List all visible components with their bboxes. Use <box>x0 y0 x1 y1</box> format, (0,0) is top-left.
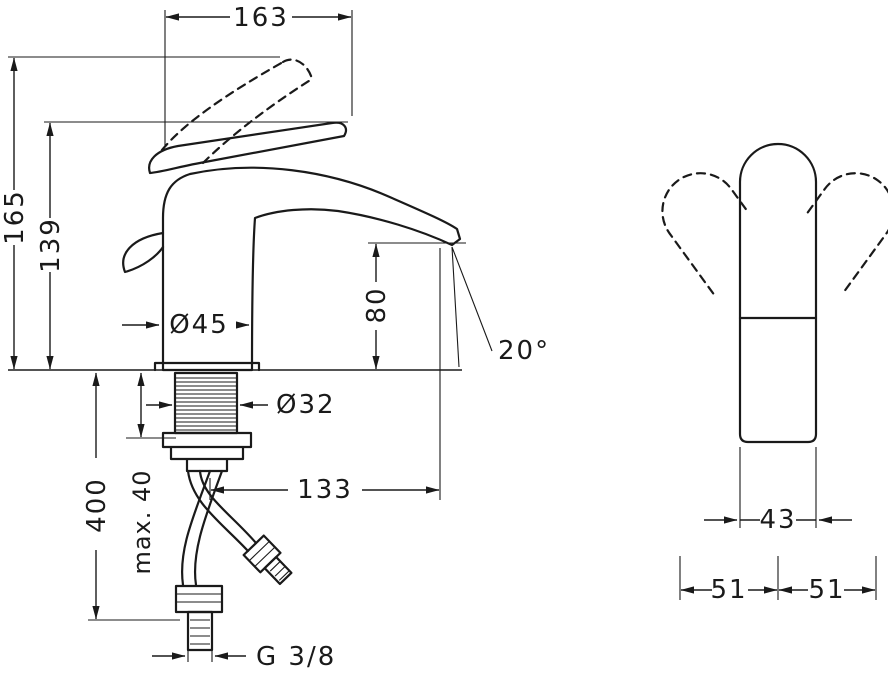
dim-163-extension-lines <box>164 10 353 146</box>
hose-thread-end-2 <box>263 555 293 586</box>
faucet-lever <box>148 121 348 175</box>
label-max-deck-thickness: max. 40 <box>128 469 156 574</box>
dim-swing-left: 51 <box>679 556 779 605</box>
lever-raised-dashed <box>160 58 314 165</box>
label-spout-height: 80 <box>362 286 392 323</box>
handle-swing-dashed-left <box>661 172 750 295</box>
dim-connection-thread: G 3/8 <box>152 642 336 672</box>
handle-front-outline <box>738 142 818 444</box>
threaded-shank <box>173 371 239 435</box>
dim-spout-height: 80 <box>362 242 466 370</box>
hose-connector-angled <box>242 534 293 586</box>
dim-hose-length: 400 <box>82 372 180 621</box>
dim-43-extension-lines <box>739 447 817 528</box>
hose-connector-vertical <box>174 584 224 652</box>
label-handle-width: 43 <box>759 505 796 535</box>
handle-swing-dashed-right <box>806 172 888 295</box>
dim-handle-width: 43 <box>704 447 852 535</box>
label-overall-length: 163 <box>233 3 289 33</box>
label-connection-thread: G 3/8 <box>256 642 336 672</box>
hose-nut-ridges <box>176 593 222 603</box>
hose-thread-2-ridges <box>269 560 290 581</box>
label-swing-left: 51 <box>710 575 747 605</box>
label-height-open: 165 <box>0 189 30 245</box>
faucet-body-outline <box>161 166 462 372</box>
hose-nut-2-ridges <box>248 540 276 567</box>
label-spout-reach: 133 <box>297 475 353 505</box>
lever-tip-hook <box>122 231 165 274</box>
dim-height-open: 165 <box>0 56 280 370</box>
shank-threads <box>176 377 236 431</box>
hose-thread-end <box>186 610 214 652</box>
dim-g38-extension-lines <box>187 650 213 662</box>
dim-overall-length: 163 <box>164 3 353 146</box>
dim-spout-angle: 20° <box>451 246 550 368</box>
label-height-closed: 139 <box>36 217 66 273</box>
dim-height-closed: 139 <box>36 121 348 370</box>
supply-hose-left <box>181 469 224 587</box>
side-view: 163 165 139 80 Ø45 <box>0 3 550 672</box>
front-view: 43 51 51 <box>661 142 888 605</box>
mounting-nut <box>161 431 253 473</box>
dim-shank-diameter: Ø32 <box>146 390 336 420</box>
label-base-diameter: Ø45 <box>169 310 229 340</box>
label-shank-diameter: Ø32 <box>276 390 336 420</box>
hose-thread-ridges <box>190 619 210 645</box>
dim-133-extension-lines <box>209 248 441 500</box>
dim-base-diameter: Ø45 <box>122 310 250 340</box>
base-flange <box>153 361 261 372</box>
handle-swing-left-outline <box>661 172 750 295</box>
dim-20-angle-lines <box>451 246 493 368</box>
dim-spout-reach: 133 <box>209 248 441 505</box>
hose-nut <box>174 584 224 614</box>
supply-hose-right <box>186 469 258 553</box>
dim-max-deck-thickness: max. 40 <box>126 372 176 575</box>
label-swing-right: 51 <box>808 575 845 605</box>
handle-swing-right-outline <box>806 172 888 295</box>
dim-51L-extension-lines <box>679 556 779 600</box>
label-spout-angle: 20° <box>498 336 550 366</box>
dim-swing-right: 51 <box>778 556 877 605</box>
label-hose-length: 400 <box>82 477 112 533</box>
